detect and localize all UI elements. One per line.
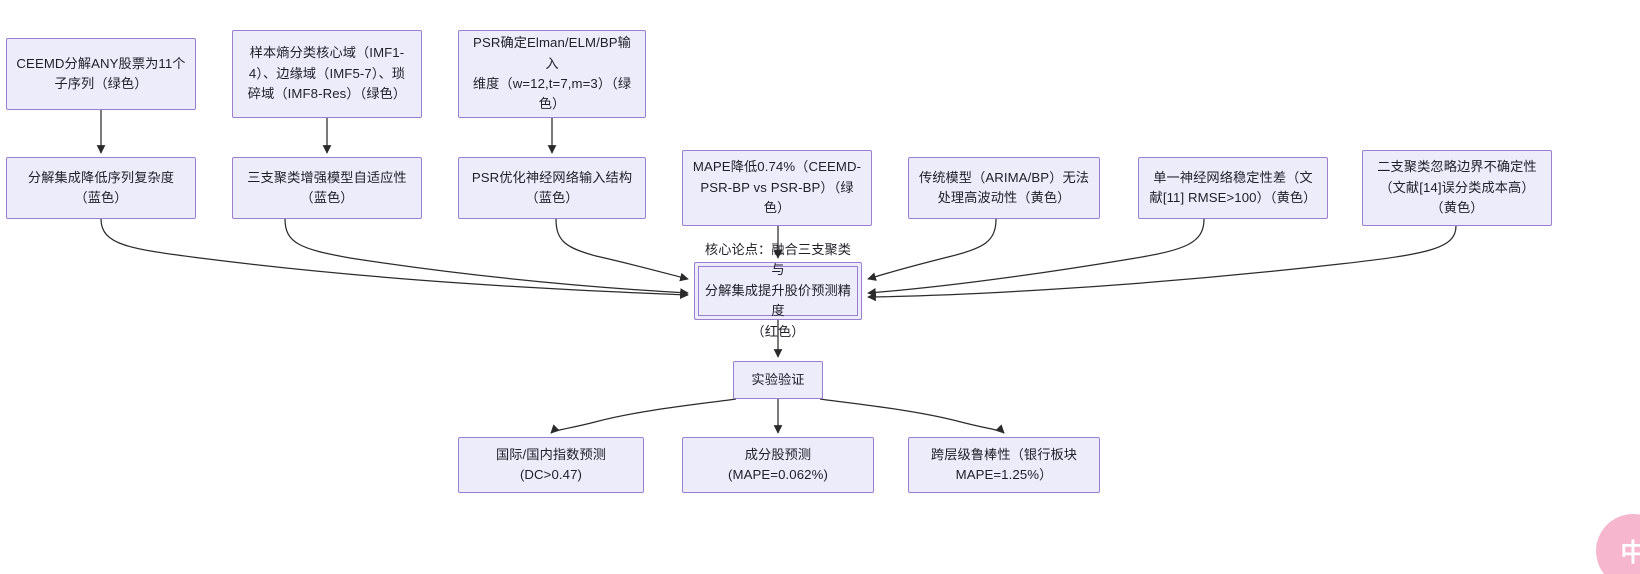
node-decomposition-reduces-complexity[interactable]: 分解集成降低序列复杂度 （蓝色） bbox=[6, 157, 196, 219]
node-result-constituent-stock[interactable]: 成分股预测 (MAPE=0.062%) bbox=[682, 437, 874, 493]
node-label: PSR确定Elman/ELM/BP输入 维度（w=12,t=7,m=3）（绿 色… bbox=[472, 35, 632, 112]
node-three-way-clustering-adaptivity[interactable]: 三支聚类增强模型自适应性 （蓝色） bbox=[232, 157, 422, 219]
node-sample-entropy-classification[interactable]: 样本熵分类核心域（IMF1- 4）、边缘域（IMF5-7）、琐 碎域（IMF8-… bbox=[232, 30, 422, 118]
node-result-index-prediction[interactable]: 国际/国内指数预测 (DC>0.47) bbox=[458, 437, 644, 493]
node-core-thesis[interactable]: 核心论点：融合三支聚类与 分解集成提升股价预测精度 （红色） bbox=[694, 242, 862, 339]
edge-exp-r3 bbox=[819, 398, 1005, 434]
node-single-network-instability[interactable]: 单一神经网络稳定性差（文 献[11] RMSE>100）（黄色） bbox=[1138, 157, 1328, 219]
node-label: MAPE降低0.74%（CEEMD- PSR-BP vs PSR-BP）（绿 色… bbox=[692, 159, 862, 216]
node-label: 三支聚类增强模型自适应性 （蓝色） bbox=[247, 169, 407, 205]
watermark-badge: 中 bbox=[1596, 514, 1640, 574]
node-label: 样本熵分类核心域（IMF1- 4）、边缘域（IMF5-7）、琐 碎域（IMF8-… bbox=[247, 45, 407, 102]
node-label: 跨层级鲁棒性（银行板块 MAPE=1.25%） bbox=[930, 446, 1078, 482]
node-label: 成分股预测 (MAPE=0.062%) bbox=[728, 446, 828, 482]
node-label: 国际/国内指数预测 (DC>0.47) bbox=[495, 446, 607, 482]
node-traditional-model-limitation[interactable]: 传统模型（ARIMA/BP）无法 处理高波动性（黄色） bbox=[908, 157, 1100, 219]
node-label: 实验验证 bbox=[751, 371, 805, 387]
edge-n10-core bbox=[867, 225, 1457, 302]
node-psr-optimizes-network-input[interactable]: PSR优化神经网络输入结构 （蓝色） bbox=[458, 157, 646, 219]
node-mape-reduction[interactable]: MAPE降低0.74%（CEEMD- PSR-BP vs PSR-BP）（绿 色… bbox=[682, 150, 872, 226]
node-ceemd-decomposition[interactable]: CEEMD分解ANY股票为11个 子序列（绿色） bbox=[6, 38, 196, 110]
watermark-text: 中 bbox=[1620, 538, 1640, 567]
node-label: 传统模型（ARIMA/BP）无法 处理高波动性（黄色） bbox=[918, 169, 1090, 205]
node-label: PSR优化神经网络输入结构 （蓝色） bbox=[471, 169, 633, 205]
edge-n8-core bbox=[867, 218, 997, 281]
node-label: 核心论点：融合三支聚类与 分解集成提升股价预测精度 （红色） bbox=[704, 241, 852, 339]
edge-exp-r1 bbox=[550, 398, 737, 434]
node-two-way-clustering-boundary[interactable]: 二支聚类忽略边界不确定性 （文献[14]误分类成本高） （黄色） bbox=[1362, 150, 1552, 226]
edge-n5-core bbox=[284, 218, 689, 297]
edge-n6-core bbox=[555, 218, 689, 282]
node-psr-input-dimension[interactable]: PSR确定Elman/ELM/BP输入 维度（w=12,t=7,m=3）（绿 色… bbox=[458, 30, 646, 118]
edge-n4-core bbox=[100, 218, 689, 300]
node-label: 分解集成降低序列复杂度 （蓝色） bbox=[27, 169, 175, 205]
node-label: 单一神经网络稳定性差（文 献[11] RMSE>100）（黄色） bbox=[1149, 169, 1317, 205]
node-label: 二支聚类忽略边界不确定性 （文献[14]误分类成本高） （黄色） bbox=[1377, 159, 1537, 216]
node-label: CEEMD分解ANY股票为11个 子序列（绿色） bbox=[16, 55, 186, 91]
node-experiment-validation[interactable]: 实验验证 bbox=[733, 361, 823, 399]
edge-n9-core bbox=[867, 218, 1205, 297]
node-result-cross-level-robustness[interactable]: 跨层级鲁棒性（银行板块 MAPE=1.25%） bbox=[908, 437, 1100, 493]
